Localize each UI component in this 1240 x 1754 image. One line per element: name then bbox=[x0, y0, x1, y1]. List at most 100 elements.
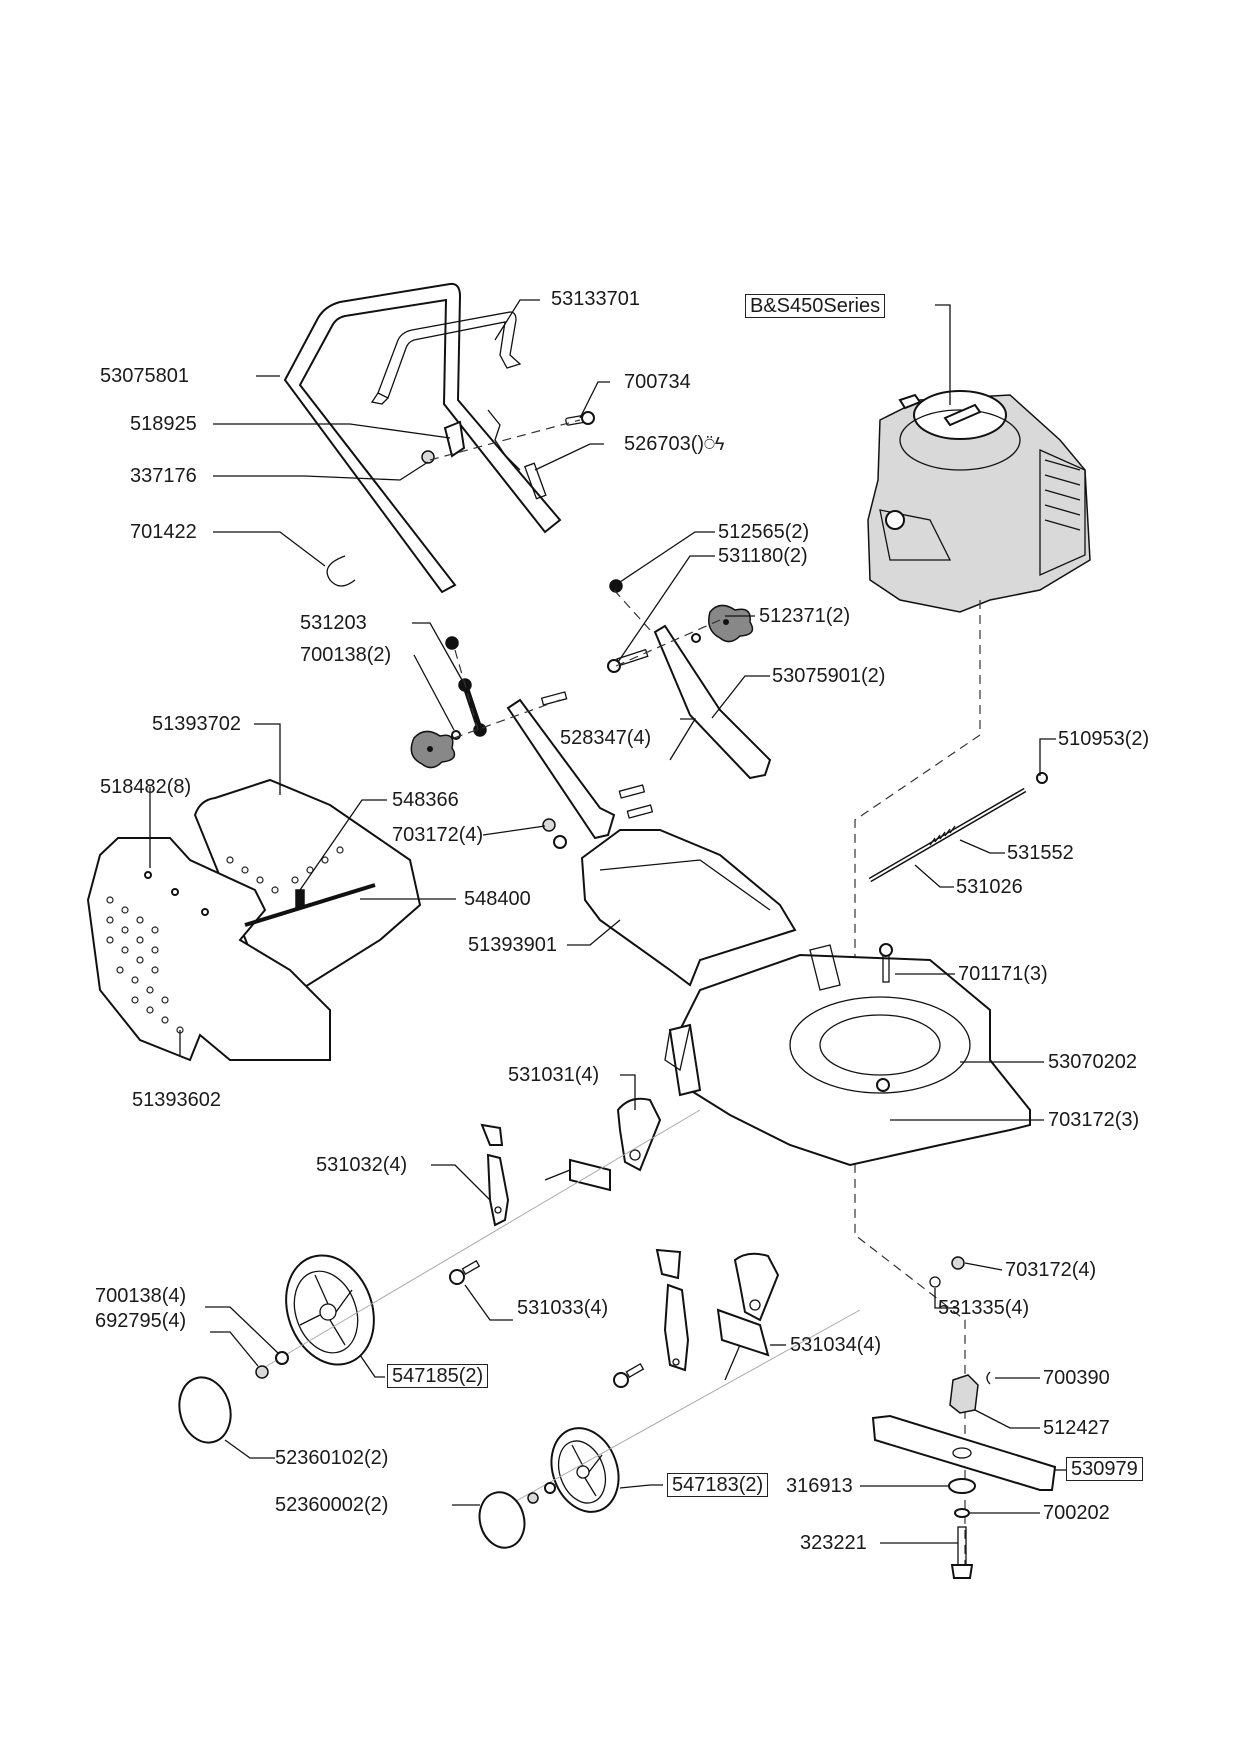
label-700390: 700390 bbox=[1043, 1367, 1110, 1389]
key-700390 bbox=[986, 1371, 991, 1385]
washer-rear bbox=[544, 1482, 556, 1494]
plate-531032-rear bbox=[655, 1248, 690, 1372]
grassbag-frame-51393702 bbox=[193, 778, 422, 1002]
rod-531026 bbox=[868, 787, 1027, 883]
knob-512371-right bbox=[708, 604, 754, 643]
knob-512371-left bbox=[410, 730, 456, 769]
nut-337176 bbox=[421, 450, 435, 464]
label-531026: 531026 bbox=[956, 876, 1023, 898]
washer-700202 bbox=[954, 1508, 970, 1518]
label-530979: 530979 bbox=[1066, 1457, 1143, 1481]
bolt-531180 bbox=[607, 648, 649, 673]
plug-left bbox=[445, 636, 459, 650]
washer-right bbox=[691, 633, 701, 643]
deck-53070202 bbox=[664, 944, 1031, 1167]
label-52360002: 52360002(2) bbox=[275, 1494, 389, 1516]
label-531180: 531180(2) bbox=[718, 545, 808, 567]
label-526703-text: 526703() bbox=[624, 433, 705, 455]
label-518482: 518482(8) bbox=[100, 776, 192, 798]
nut-703172-3 bbox=[876, 1078, 890, 1092]
leader-lines bbox=[149, 299, 1066, 1544]
clip-548366 bbox=[295, 889, 305, 909]
nuts-703172 bbox=[542, 818, 567, 849]
engine-label-box: B&S450Series bbox=[745, 294, 886, 318]
label-703172-3: 703172(3) bbox=[1048, 1109, 1140, 1131]
label-53070202: 53070202 bbox=[1048, 1051, 1137, 1073]
nut-rear bbox=[527, 1492, 539, 1504]
lever-531031-front bbox=[616, 1097, 662, 1172]
label-703172-4a: 703172(4) bbox=[392, 824, 484, 846]
label-548400: 548400 bbox=[464, 888, 531, 910]
label-531335: 531335(4) bbox=[938, 1297, 1030, 1319]
clip-701422 bbox=[326, 555, 356, 587]
wheel-547185 bbox=[285, 1254, 375, 1366]
label-531203: 531203 bbox=[300, 612, 367, 634]
flap-51393901 bbox=[580, 829, 797, 987]
wheel-547183 bbox=[550, 1427, 620, 1513]
label-700734: 700734 bbox=[624, 371, 691, 393]
label-700202: 700202 bbox=[1043, 1502, 1110, 1524]
engine-b-s-450-series bbox=[867, 390, 1091, 613]
lever-531031-rear bbox=[733, 1252, 780, 1322]
bolt-701171 bbox=[879, 943, 893, 983]
label-531031: 531031(4) bbox=[508, 1064, 600, 1086]
rivets-518482 bbox=[144, 871, 209, 916]
bolt-531033 bbox=[449, 1260, 481, 1285]
rod-548400 bbox=[244, 883, 376, 927]
nut-692795 bbox=[255, 1365, 269, 1379]
label-53075801: 53075801 bbox=[100, 365, 189, 387]
label-510953: 510953(2) bbox=[1058, 728, 1150, 750]
label-701171: 701171(3) bbox=[958, 963, 1048, 985]
label-51393702: 51393702 bbox=[152, 713, 241, 735]
blade-adapter-512427 bbox=[949, 1374, 979, 1414]
upper-handle-frame bbox=[283, 282, 562, 594]
bolt-rear bbox=[613, 1363, 645, 1388]
nut-703172-4b bbox=[951, 1256, 965, 1270]
label-548366: 548366 bbox=[392, 789, 459, 811]
upper-handle-bar bbox=[370, 311, 522, 405]
label-53133701: 53133701 bbox=[551, 288, 640, 310]
label-531034: 531034(4) bbox=[790, 1334, 882, 1356]
label-323221: 323221 bbox=[800, 1532, 867, 1554]
label-700138-2: 700138(2) bbox=[300, 644, 392, 666]
handle-cable bbox=[487, 409, 521, 471]
axle-531034-front bbox=[544, 1158, 611, 1192]
label-512565: 512565(2) bbox=[718, 521, 810, 543]
label-512427: 512427 bbox=[1043, 1417, 1110, 1439]
plate-531032-front bbox=[480, 1123, 510, 1227]
grassbag-51393602 bbox=[86, 837, 344, 1062]
blade-530979 bbox=[871, 1414, 1057, 1491]
washer-700138-4 bbox=[275, 1351, 289, 1365]
label-547185: 547185(2) bbox=[387, 1364, 489, 1388]
washer-510953 bbox=[1036, 772, 1048, 784]
cap-52360102 bbox=[178, 1376, 232, 1444]
label-531033: 531033(4) bbox=[517, 1297, 609, 1319]
cap-52360002 bbox=[478, 1491, 526, 1549]
label-703172-4b: 703172(4) bbox=[1005, 1259, 1097, 1281]
cable-connector bbox=[523, 462, 547, 500]
washer-531335 bbox=[929, 1276, 941, 1288]
washer-316913 bbox=[948, 1478, 976, 1494]
lower-handle-left bbox=[506, 698, 616, 840]
label-316913: 316913 bbox=[786, 1475, 853, 1497]
bracket-518925 bbox=[443, 420, 466, 458]
label-531032: 531032(4) bbox=[316, 1154, 408, 1176]
label-52360102: 52360102(2) bbox=[275, 1447, 389, 1469]
label-526703: 526703()⍥ϟ bbox=[624, 433, 724, 455]
bolt-323221 bbox=[950, 1526, 974, 1579]
label-51393901: 51393901 bbox=[468, 934, 557, 956]
label-51393602: 51393602 bbox=[132, 1089, 221, 1111]
label-528347: 528347(4) bbox=[560, 727, 652, 749]
label-53075901: 53075901(2) bbox=[772, 665, 886, 687]
cable-symbols-icon: ⍥ϟ bbox=[704, 434, 725, 454]
label-518925: 518925 bbox=[130, 413, 197, 435]
link-531203 bbox=[458, 678, 487, 737]
label-512371: 512371(2) bbox=[759, 605, 851, 627]
bolt-700734 bbox=[565, 411, 595, 426]
label-701422: 701422 bbox=[130, 521, 197, 543]
label-547183: 547183(2) bbox=[667, 1473, 769, 1497]
axle-531034-rear bbox=[716, 1308, 770, 1381]
label-692795: 692795(4) bbox=[95, 1310, 187, 1332]
label-531552: 531552 bbox=[1007, 842, 1074, 864]
